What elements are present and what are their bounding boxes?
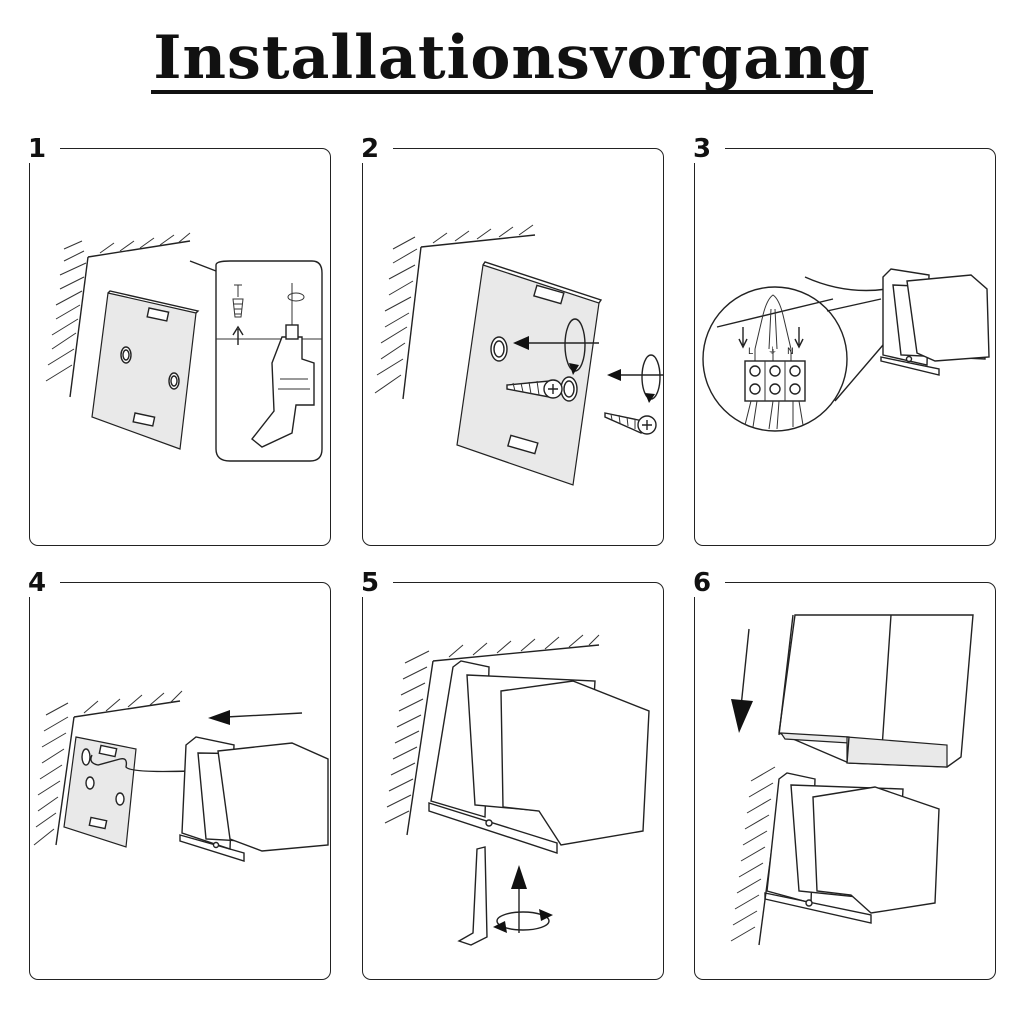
light-fixture: [428, 660, 650, 854]
lamp-shade-cover: [778, 614, 974, 768]
wall-hatching: [374, 224, 536, 400]
wiring-callout: L ⏚ N: [702, 286, 884, 432]
light-fixture: [764, 772, 940, 924]
tighten-arrow-icon: [493, 865, 553, 933]
wall-anchor-icon: [232, 284, 244, 345]
screw-icon: [604, 412, 657, 435]
light-fixture: [804, 268, 990, 376]
step-2-number: 2: [351, 135, 394, 163]
light-fixture: [179, 736, 329, 862]
wall-hatching: [384, 634, 600, 836]
step-3-illustration: L ⏚ N: [702, 268, 990, 432]
drill-icon: [251, 283, 315, 448]
step-5-illustration: [384, 634, 650, 946]
step-6-illustration: [730, 614, 974, 946]
step-1-number: 1: [18, 135, 61, 163]
drill-callout: [189, 260, 323, 462]
step-1-illustration: [45, 232, 323, 462]
page-title-text: Installationsvorgang: [151, 23, 873, 94]
insert-arrow-icon: [513, 318, 599, 375]
mounting-plate: [456, 261, 603, 486]
mounting-plate: [91, 290, 200, 450]
power-cable: [90, 754, 191, 773]
step-4-panel: 4: [18, 569, 331, 980]
insert-arrow-icon: [208, 710, 303, 725]
allen-key-icon: [457, 846, 488, 946]
step-1-panel: 1: [18, 135, 331, 546]
wall-hatching: [45, 232, 191, 398]
insert-arrow-icon: [607, 354, 663, 403]
step-6-number: 6: [683, 569, 726, 597]
step-5-number: 5: [351, 569, 394, 597]
page-title: Installationsvorgang: [0, 28, 1024, 94]
slide-down-arrow-icon: [731, 628, 753, 733]
step-5-panel: 5: [351, 569, 664, 980]
step-3-panel: 3 L ⏚ N: [683, 135, 996, 546]
step-2-panel: 2: [351, 135, 664, 546]
mounting-plate: [63, 736, 137, 848]
wall-hatching: [33, 690, 183, 846]
step-3-number: 3: [683, 135, 726, 163]
step-6-panel: 6: [683, 569, 996, 980]
neutral-label: N: [787, 347, 794, 357]
ground-label: ⏚: [768, 346, 777, 357]
step-4-number: 4: [18, 569, 61, 597]
step-4-illustration: [33, 690, 329, 862]
live-label: L: [748, 347, 753, 357]
step-2-illustration: [374, 224, 663, 486]
screw-icon: [506, 379, 563, 399]
